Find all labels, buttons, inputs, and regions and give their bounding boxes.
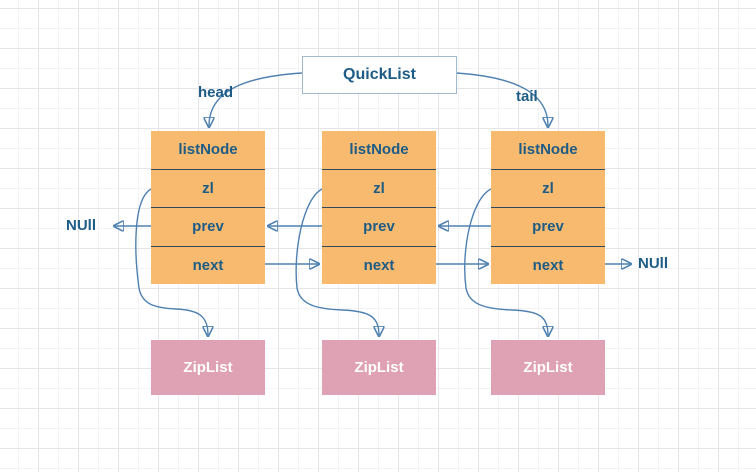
node3-row-listnode: listNode (491, 131, 605, 170)
node2-row-listnode: listNode (322, 131, 436, 170)
tail-arrow (455, 72, 548, 126)
head-arrow (209, 72, 303, 126)
listnode-box-3: listNode zl prev next (491, 131, 605, 284)
node1-row-prev: prev (151, 208, 265, 247)
ziplist-box-2: ZipList (322, 340, 436, 395)
node1-row-zl: zl (151, 170, 265, 208)
node1-row-next: next (192, 256, 224, 274)
ziplist-box-3: ZipList (491, 340, 605, 395)
zl-arrow-node3 (464, 188, 548, 335)
ziplist-box-1: ZipList (151, 340, 265, 395)
node2-row-prev: prev (322, 208, 436, 247)
node3-row-prev: prev (491, 208, 605, 247)
quicklist-label: QuickList (343, 66, 416, 83)
quicklist-box: QuickList (302, 56, 457, 94)
tail-label: tail (516, 88, 538, 105)
ziplist3-label: ZipList (523, 359, 573, 376)
ziplist2-label: ZipList (354, 359, 404, 376)
head-label: head (198, 84, 234, 101)
node3-row-zl: zl (491, 170, 605, 208)
node3-row-next: next (532, 256, 564, 274)
null-right-label: NUll (638, 255, 668, 272)
node1-row-listnode: listNode (151, 131, 265, 170)
ziplist1-label: ZipList (183, 359, 233, 376)
null-left-label: NUll (66, 217, 96, 234)
listnode-box-2: listNode zl prev next (322, 131, 436, 284)
zl-arrow-node1 (135, 188, 208, 335)
listnode-box-1: listNode zl prev next (151, 131, 265, 284)
zl-arrow-node2 (295, 188, 379, 335)
node2-row-next: next (363, 256, 395, 274)
node2-row-zl: zl (322, 170, 436, 208)
